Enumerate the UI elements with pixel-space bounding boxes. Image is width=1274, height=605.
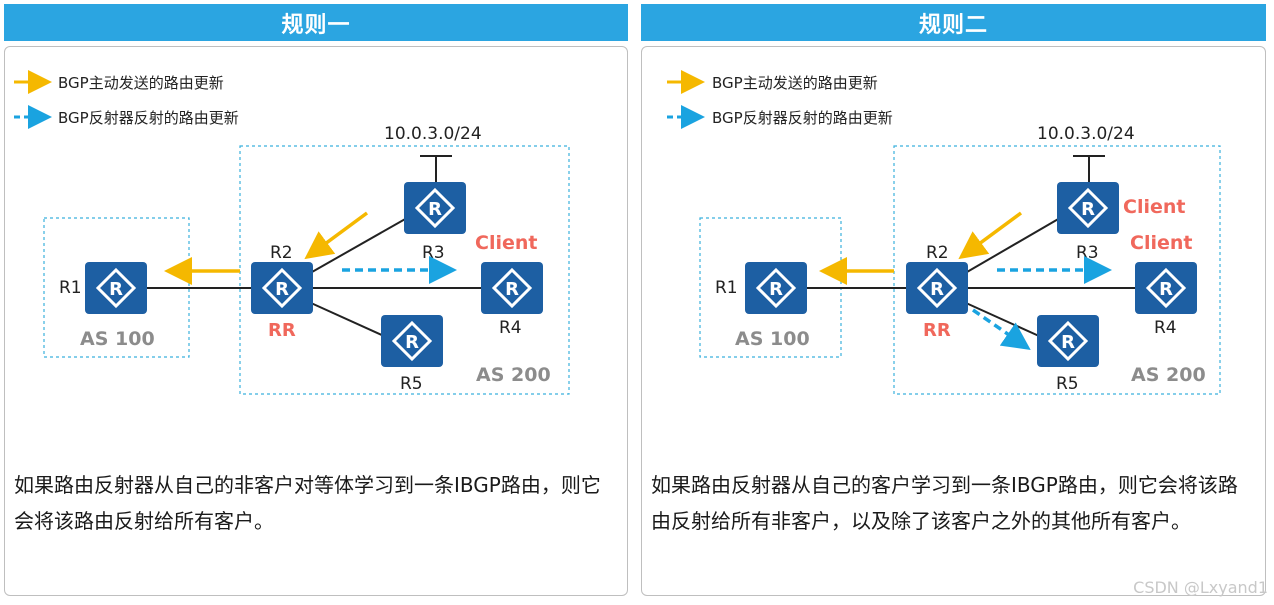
update-arrow-r3-to-r2	[958, 211, 1023, 260]
reflect-arrow-r2-to-r5	[972, 308, 1031, 350]
legend-dashed-label: BGP反射器反射的路由更新	[712, 109, 893, 127]
link-r2-r3	[311, 217, 408, 273]
panel-rule-2: 规则二 R BGP主动发送的路由更新 BGP反射器反射的路由更新 10.0.3.…	[641, 0, 1266, 598]
client-label-r4: Client	[475, 232, 537, 254]
rule-description: 如果路由反射器从自己的非客户对等体学习到一条IBGP路由，则它会将该路由反射给所…	[14, 473, 601, 533]
router-label-r3: R3	[1076, 243, 1099, 263]
router-label-r2: R2	[270, 243, 293, 263]
as200-boundary	[893, 145, 1221, 395]
link-r2-r5	[310, 302, 385, 337]
panel-body	[641, 46, 1266, 596]
router-r5	[1035, 313, 1101, 369]
router-label-r4: R4	[499, 318, 522, 338]
as100-boundary	[43, 217, 190, 358]
router-label-r5: R5	[400, 374, 423, 394]
router-r1	[743, 260, 809, 316]
router-label-r3: R3	[422, 243, 445, 263]
csdn-watermark: CSDN @Lxyand1	[1133, 578, 1268, 597]
router-label-r1: R1	[715, 278, 738, 298]
router-r1	[83, 260, 149, 316]
as100-label: AS 100	[735, 328, 810, 350]
network-prefix: 10.0.3.0/24	[1037, 124, 1135, 144]
router-label-r4: R4	[1154, 318, 1177, 338]
legend-solid-label: BGP主动发送的路由更新	[58, 74, 224, 92]
rr-label: RR	[268, 320, 296, 341]
topology-diagram: R BGP主动发送的路由更新 BGP反射器反射的路由更新 10.0.3.0/24…	[667, 70, 1221, 395]
panel-title: 规则二	[641, 4, 1266, 41]
panel-title: 规则一	[4, 4, 628, 41]
router-r5	[379, 313, 445, 369]
as200-boundary	[239, 145, 570, 395]
network-prefix: 10.0.3.0/24	[384, 124, 482, 144]
link-r2-r5	[965, 302, 1040, 337]
as200-label: AS 200	[476, 364, 551, 386]
panel-body	[4, 46, 628, 596]
as200-label: AS 200	[1131, 364, 1206, 386]
topology-diagram: R BGP主动发送的路由更新 BGP反射器反射的路由更新 10.0.3.0/24…	[14, 70, 570, 395]
router-r4	[479, 260, 545, 316]
client-label-r3: Client	[1123, 196, 1185, 218]
panel-rule-1: 规则一 R BGP主动发送的路由更新 BGP反射器反射的路由更新 10.0.3.…	[4, 0, 628, 598]
router-label-r2: R2	[926, 243, 949, 263]
legend-solid-label: BGP主动发送的路由更新	[712, 74, 878, 92]
link-r2-r3	[966, 217, 1061, 273]
client-label-r4: Client	[1130, 232, 1192, 254]
router-label-r1: R1	[59, 278, 82, 298]
router-r4	[1133, 260, 1199, 316]
router-r3	[1055, 180, 1121, 236]
legend-dashed-label: BGP反射器反射的路由更新	[58, 109, 239, 127]
as100-label: AS 100	[80, 328, 155, 350]
update-arrow-r3-to-r2	[304, 211, 369, 260]
rule-description: 如果路由反射器从自己的客户学习到一条IBGP路由，则它会将该路由反射给所有非客户…	[651, 473, 1238, 533]
router-r2	[904, 260, 970, 316]
router-r2	[249, 260, 315, 316]
router-r3	[402, 180, 468, 236]
rr-label: RR	[923, 320, 951, 341]
router-label-r5: R5	[1056, 374, 1079, 394]
